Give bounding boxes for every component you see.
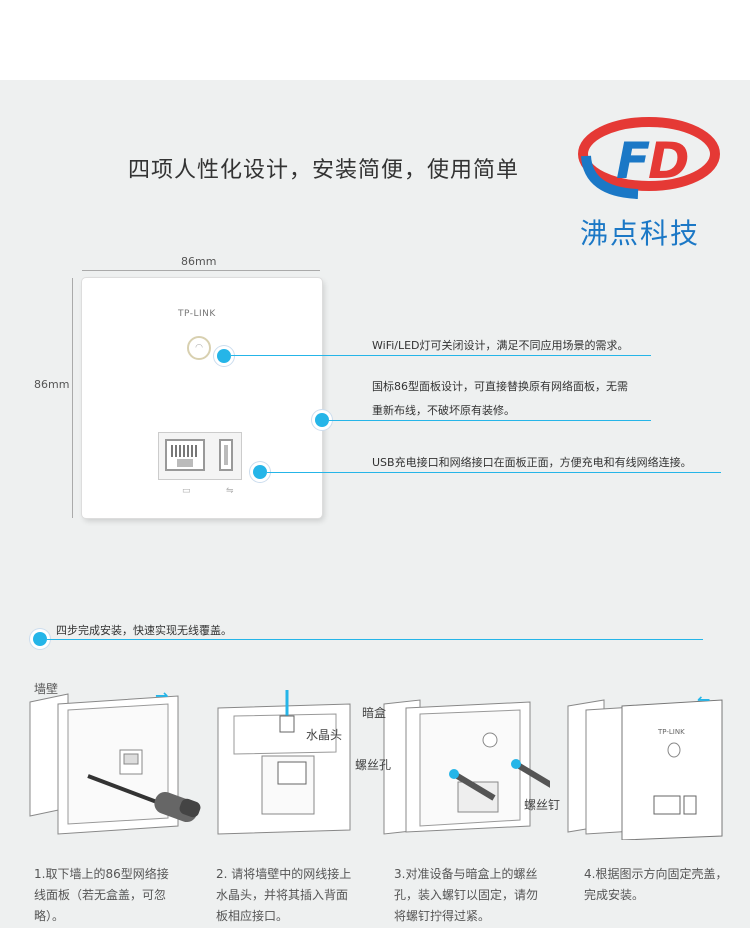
step1-text: 1.取下墙上的86型网络接 线面板（若无盒盖，可忽 略）。 (34, 864, 169, 927)
steps-intro-line (47, 639, 703, 640)
crystal-head-label: 水晶头 (306, 728, 343, 742)
screw-label: 螺丝钉 (524, 798, 561, 812)
wall-label: 墙壁 (34, 682, 59, 696)
step2-text: 2. 请将墙壁中的网线接上 水晶头，并将其插入背面 板相应接口。 (216, 864, 351, 927)
step1-arrow-icon: ⇀ (155, 686, 169, 705)
callout-line-wifi (231, 355, 651, 356)
step3-line3: 将螺钉拧得过紧。 (394, 909, 491, 923)
feature-wifi-led: WiFi/LED灯可关闭设计，满足不同应用场景的需求。 (372, 339, 629, 352)
step4-line2: 完成安装。 (584, 888, 645, 902)
svg-text:D: D (648, 132, 690, 190)
callout-dot-panel (315, 413, 329, 427)
callout-line-ports (267, 472, 721, 473)
callout-dot-wifi (217, 349, 231, 363)
width-dimension-line (82, 270, 320, 271)
feature-usb-ports: USB充电接口和网络接口在面板正面，方便充电和有线网络连接。 (372, 456, 692, 469)
step2-illustration (217, 690, 351, 835)
device-brand: TP-LINK (178, 309, 216, 319)
step4-text: 4.根据图示方向固定壳盖， 完成安装。 (584, 864, 727, 906)
step1-line3: 略）。 (34, 909, 65, 923)
step3-text: 3.对准设备与暗盒上的螺丝 孔，装入螺钉以固定，请勿 将螺钉拧得过紧。 (394, 864, 538, 927)
step2-line2: 水晶头，并将其插入背面 (216, 888, 349, 902)
screw-hole-label: 螺丝孔 (355, 758, 392, 772)
ethernet-port-icon (165, 439, 205, 471)
step3-line2: 孔，装入螺钉以固定，请勿 (394, 888, 539, 902)
step4-line1: 4.根据图示方向固定壳盖， (584, 867, 728, 881)
callout-line-panel (329, 420, 651, 421)
step4-illustration: TP-LINK (567, 699, 723, 840)
dark-box-label: 暗盒 (362, 706, 387, 720)
width-dimension: 86mm (181, 255, 217, 268)
step1-line1: 1.取下墙上的86型网络接 (34, 867, 169, 881)
steps-intro-dot (33, 632, 47, 646)
step1-line2: 线面板（若无盒盖，可忽 (34, 888, 167, 902)
port-area (158, 432, 242, 480)
feature-86-panel-line2: 重新布线，不破坏原有装修。 (372, 404, 515, 417)
svg-text:TP-LINK: TP-LINK (657, 728, 685, 736)
steps-intro: 四步完成安装，快速实现无线覆盖。 (56, 624, 232, 637)
svg-text:F: F (616, 132, 650, 190)
logo-company-name: 沸点科技 (580, 217, 701, 250)
callout-dot-ports (253, 465, 267, 479)
height-dimension-line (72, 278, 73, 518)
step4-arrow-icon: ↼ (697, 690, 711, 709)
panel-ap-device: TP-LINK ◠ ▭ ⇋ (82, 278, 322, 518)
step3-illustration (383, 699, 550, 835)
step2-line3: 板相应接口。 (216, 909, 289, 923)
step1-illustration (29, 693, 201, 835)
network-symbol-icon: ▭ (182, 486, 191, 496)
fd-logo: F D (578, 117, 720, 199)
step2-line1: 2. 请将墙壁中的网线接上 (216, 867, 352, 881)
wifi-led-button-icon: ◠ (187, 336, 211, 360)
headline: 四项人性化设计，安装简便，使用简单 (128, 158, 520, 183)
height-dimension: 86mm (34, 378, 70, 391)
usb-port-icon (219, 439, 233, 471)
usb-symbol-icon: ⇋ (226, 486, 234, 496)
feature-86-panel-line1: 国标86型面板设计，可直接替换原有网络面板，无需 (372, 380, 628, 393)
step3-line1: 3.对准设备与暗盒上的螺丝 (394, 867, 538, 881)
